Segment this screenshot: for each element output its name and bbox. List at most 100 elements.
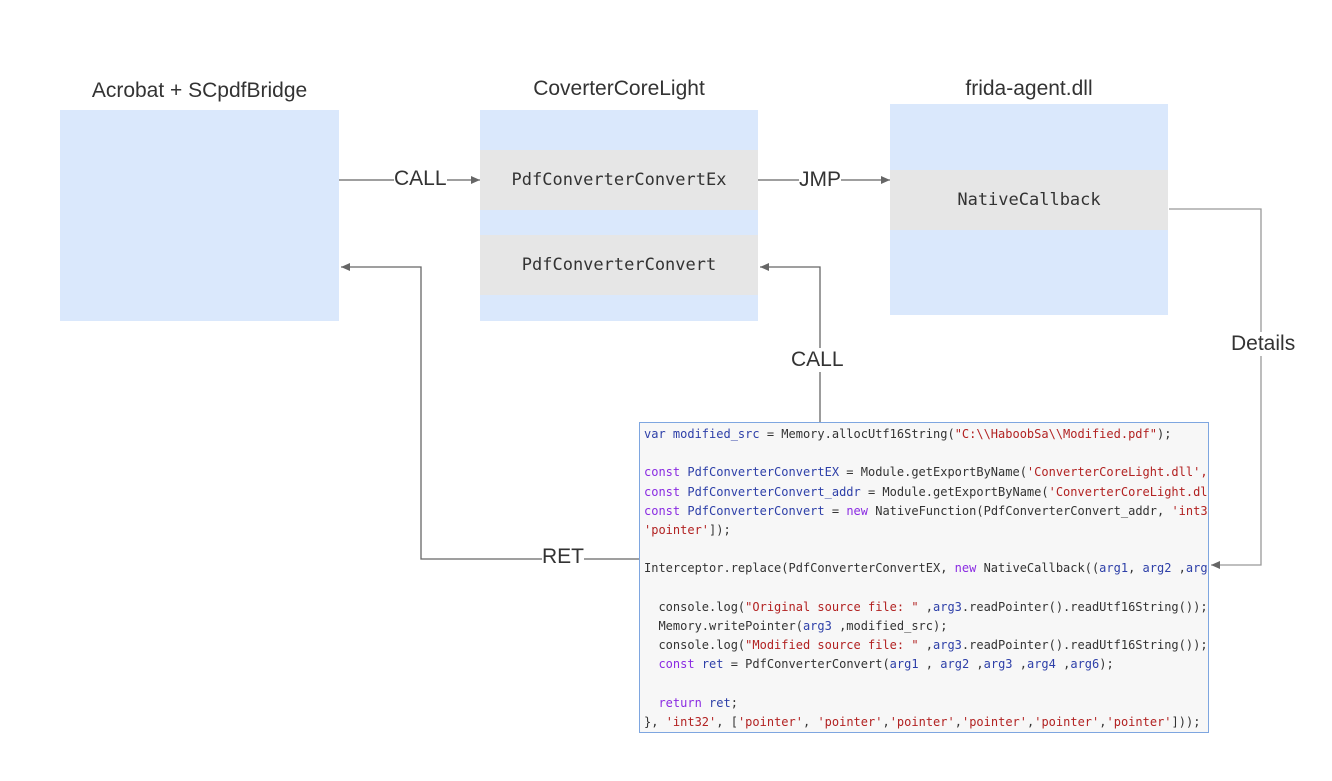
code-token: "C:\\HaboobSa\\Modified.pdf" [954, 427, 1157, 441]
code-token: 'pointer' [961, 715, 1027, 729]
details-arrow [1169, 208, 1262, 569]
code-token: arg3 [802, 619, 832, 633]
code-token [644, 657, 658, 671]
code-token: , [1099, 715, 1107, 729]
code-line: const ret = PdfConverterConvert(arg1 , a… [644, 655, 1114, 674]
code-token: new [846, 503, 876, 518]
jmp-label: JMP [799, 168, 841, 192]
code-token: .readPointer().readUtf16String()); [961, 638, 1208, 653]
code-token: arg3 [983, 657, 1013, 672]
code-token: ; [730, 695, 738, 710]
code-token: arg3 [933, 599, 962, 614]
code-token: 'ConverterCoreLight.dll', [1026, 465, 1208, 480]
code-token: 'pointer' [1106, 715, 1172, 729]
code-line: const PdfConverterConvertEX = Module.get… [644, 463, 1208, 482]
code-token: console.log( [644, 638, 746, 653]
code-token: , [918, 657, 941, 672]
call-back-label: CALL [791, 348, 844, 372]
code-line: Memory.writePointer(arg3 ,modified_src); [644, 617, 947, 636]
code-token: PdfConverterConvert_addr [687, 484, 861, 499]
code-token: arg3 [933, 638, 962, 653]
code-token: , [882, 715, 890, 729]
code-token: NativeCallback(( [983, 561, 1100, 576]
code-token: , [1055, 657, 1071, 672]
code-token: , [1171, 561, 1186, 576]
code-token: 'pointer' [737, 715, 803, 729]
call-label: CALL [394, 167, 447, 191]
code-token: = Memory.allocUtf16String( [759, 427, 955, 441]
code-line: Interceptor.replace(PdfConverterConvertE… [644, 559, 1208, 578]
code-token: arg6 [1070, 657, 1100, 672]
code-token: "Modified source file: " [745, 638, 919, 653]
code-token [644, 696, 658, 710]
code-token: console.log( [644, 599, 746, 614]
code-token: = PdfConverterConvert( [723, 657, 890, 672]
code-token: arg1 [889, 657, 919, 672]
code-token: , [969, 657, 984, 672]
code-token: ret [709, 695, 731, 710]
code-line: console.log("Original source file: " ,ar… [644, 598, 1208, 617]
pdf-converter-convert-node: PdfConverterConvert [480, 235, 758, 295]
code-line: }, 'int32', ['pointer', 'pointer','point… [644, 713, 1200, 732]
code-token: arg2 [1142, 561, 1172, 576]
code-token: const [644, 484, 688, 499]
code-token: var [644, 427, 673, 441]
code-token: 'pointer' [1034, 715, 1100, 729]
code-token: , [954, 715, 962, 729]
code-token: PdfConverterConvert [687, 503, 825, 518]
code-token: 'int3 [1171, 503, 1208, 518]
acrobat-title: Acrobat + SCpdfBridge [91, 79, 308, 102]
code-token: return [658, 695, 710, 710]
code-token: Memory.writePointer( [644, 619, 803, 633]
code-token: arg1 [1099, 561, 1129, 576]
ret-arrow [341, 263, 639, 560]
code-token: ); [1099, 657, 1114, 672]
code-token: , [918, 599, 933, 614]
code-token: Interceptor.replace(PdfConverterConvertE… [644, 561, 955, 576]
code-token: , [ [716, 715, 738, 729]
code-token: 'pointer' [644, 523, 710, 537]
acrobat-block [60, 110, 339, 321]
code-token: const [644, 465, 688, 480]
code-token: new [954, 561, 984, 576]
code-token: = [824, 503, 847, 518]
code-line: return ret; [644, 694, 738, 713]
code-token: }, [644, 715, 666, 729]
code-token: ret [701, 657, 724, 672]
code-token: PdfConverterConvertEX [687, 465, 840, 480]
code-token: const [644, 503, 688, 518]
code-line: const PdfConverterConvert_addr = Module.… [644, 483, 1208, 502]
code-token: ])); [1171, 715, 1201, 729]
code-token: , [802, 715, 818, 729]
code-token: , [1027, 715, 1035, 729]
code-token: , [1128, 561, 1143, 576]
code-token: "Original source file: " [745, 599, 919, 614]
pdf-converter-convert-ex-node: PdfConverterConvertEx [480, 150, 758, 210]
code-token: = Module.getExportByName( [839, 465, 1027, 480]
code-token: const [658, 657, 702, 672]
code-token: arg2 [940, 657, 970, 672]
code-token: , [1012, 657, 1027, 672]
code-token: 'ConverterCoreLight.dl [1048, 484, 1208, 499]
code-line: 'pointer']); [644, 521, 731, 540]
frida-title: frida-agent.dll [965, 77, 1093, 100]
native-callback-node: NativeCallback [890, 170, 1168, 230]
code-token: arg [1185, 561, 1208, 576]
code-token: modified_src [672, 427, 760, 441]
code-line: console.log("Modified source file: " ,ar… [644, 636, 1208, 655]
frida-script-code: var modified_src = Memory.allocUtf16Stri… [639, 422, 1209, 733]
core-title: CoverterCoreLight [533, 77, 705, 100]
code-token: 'pointer' [889, 715, 955, 729]
code-token: = Module.getExportByName( [860, 484, 1049, 499]
call-back-arrow [760, 263, 821, 422]
code-token: ,modified_src); [831, 619, 948, 633]
code-token: .readPointer().readUtf16String()); [961, 599, 1208, 614]
ret-label: RET [542, 545, 584, 569]
code-token: , [918, 638, 933, 653]
code-line: const PdfConverterConvert = new NativeFu… [644, 502, 1208, 521]
code-token: 'pointer' [817, 715, 883, 729]
details-label: Details [1231, 332, 1296, 356]
code-line: var modified_src = Memory.allocUtf16Stri… [644, 425, 1171, 444]
code-token: 'int32' [665, 715, 717, 729]
code-token: arg4 [1026, 657, 1056, 672]
